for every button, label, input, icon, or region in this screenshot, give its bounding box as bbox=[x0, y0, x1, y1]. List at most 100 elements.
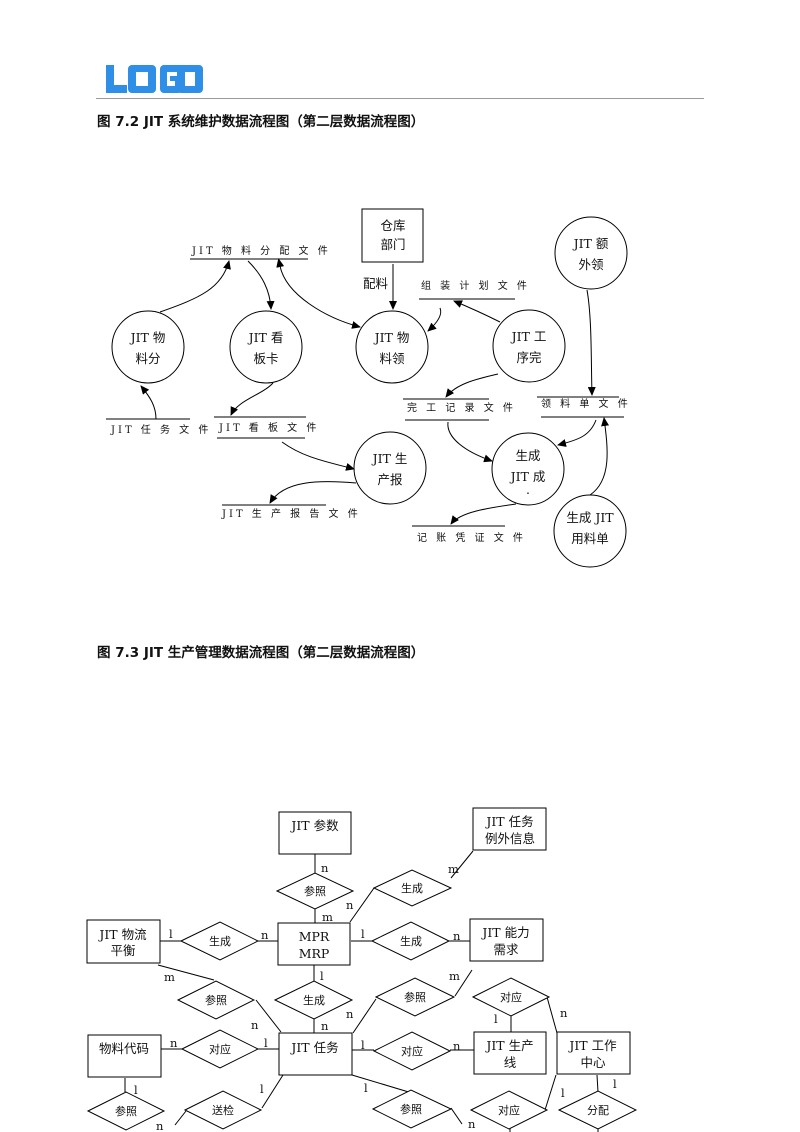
relation-gen-3 bbox=[370, 921, 451, 961]
process-material-pick bbox=[355, 310, 429, 384]
link-mpr-gen1 bbox=[349, 887, 375, 923]
process-material-split-line2: 料分 bbox=[135, 351, 160, 366]
entity-capacity-demand-line2: 需求 bbox=[493, 942, 519, 957]
flow-label-supply: 配料 bbox=[363, 276, 389, 291]
relation-gen-1 bbox=[372, 869, 453, 907]
relation-corr-1-label: 对应 bbox=[209, 1042, 231, 1056]
cardinality-label: m bbox=[449, 969, 460, 983]
entity-warehouse-line1: 仓库 bbox=[380, 218, 405, 233]
process-kanban-line2: 板卡 bbox=[253, 351, 278, 366]
process-generate-cost-line1: 生成 bbox=[515, 448, 540, 463]
entity-material-code-text: 物料代码 bbox=[99, 1041, 149, 1056]
link-gen1-exception bbox=[450, 850, 474, 879]
flow-record-to-cost bbox=[447, 421, 493, 463]
relation-assign-label: 分配 bbox=[587, 1104, 609, 1117]
entity-capacity-demand-line1: JIT 能力 bbox=[480, 925, 529, 940]
cardinality-label: m bbox=[448, 862, 459, 876]
link-ref2-task bbox=[255, 999, 282, 1033]
relation-gen-4-label: 生成 bbox=[303, 993, 325, 1007]
entity-material-code bbox=[87, 1034, 162, 1078]
store-material-distribution-label: JIT 物 料 分 配 文 件 bbox=[191, 244, 331, 257]
process-production-report-line1: JIT 生 bbox=[371, 451, 408, 466]
process-material-pick-line1: JIT 物 bbox=[373, 330, 410, 345]
entity-jit-task bbox=[278, 1032, 353, 1076]
cardinality-label: l bbox=[264, 1036, 268, 1050]
process-process-complete-line1: JIT 工 bbox=[510, 329, 547, 344]
flow-complete-to-record bbox=[445, 373, 499, 398]
entity-mpr-mrp-line2: MRP bbox=[299, 946, 330, 961]
link-corr3-workcenter bbox=[546, 996, 558, 1034]
entity-jit-task-text: JIT 任务 bbox=[289, 1040, 338, 1055]
entity-mpr-mrp-line1: MPR bbox=[299, 929, 330, 944]
cardinality-label: n bbox=[346, 1007, 354, 1021]
relation-assign bbox=[557, 1090, 638, 1130]
entity-logistics-balance bbox=[86, 919, 161, 964]
relation-ref-2-label: 参照 bbox=[205, 993, 227, 1007]
process-generate-cost-line2: JIT 成 bbox=[509, 469, 546, 484]
process-production-report bbox=[353, 431, 427, 505]
cardinality-label: n bbox=[346, 898, 354, 912]
process-kanban bbox=[229, 310, 303, 384]
cardinality-label: n bbox=[251, 1018, 259, 1032]
process-generate-cost-line3: . bbox=[526, 482, 530, 497]
relation-corr-4 bbox=[469, 1090, 549, 1130]
link-ref5-down bbox=[450, 1107, 463, 1125]
entity-warehouse bbox=[361, 208, 424, 263]
cardinality-label: n bbox=[453, 929, 461, 943]
link-workcenter-assign bbox=[596, 1074, 599, 1093]
flow-task-to-split bbox=[140, 385, 157, 420]
process-process-complete-line2: 序完 bbox=[516, 350, 541, 365]
cardinality-label: n bbox=[321, 861, 329, 875]
store-production-report-label: JIT 生 产 报 告 文 件 bbox=[221, 507, 361, 520]
entity-task-exception-line2: 例外信息 bbox=[485, 831, 535, 846]
entity-capacity-demand bbox=[469, 918, 544, 962]
cardinality-label: n bbox=[468, 1117, 476, 1131]
relation-corr-3 bbox=[471, 977, 551, 1017]
cardinality-label: m bbox=[322, 910, 333, 924]
jit-maintenance-dataflow-diagram: 仓库 部门 JIT 物 料分 JIT 看 板卡 JIT 物 料领 JIT 工 序… bbox=[106, 208, 631, 568]
relation-gen-3-label: 生成 bbox=[400, 934, 422, 948]
header-rule bbox=[96, 98, 704, 99]
relation-gen-1-label: 生成 bbox=[401, 881, 423, 895]
flow-extra-to-pickorder bbox=[586, 289, 596, 396]
relation-ref-4-label: 参照 bbox=[115, 1104, 137, 1118]
flow-usage-to-pickorder bbox=[589, 417, 610, 496]
cardinality-label: l bbox=[361, 927, 365, 941]
entity-work-center bbox=[556, 1031, 631, 1075]
cardinality-label: l bbox=[561, 1086, 565, 1100]
link-logistics-ref2 bbox=[157, 964, 215, 981]
link-inspect-left bbox=[174, 1110, 187, 1126]
store-voucher-label: 记 账 凭 证 文 件 bbox=[417, 531, 526, 544]
link-task-ref5 bbox=[351, 1074, 413, 1094]
store-pick-order-label: 领 料 单 文 件 bbox=[541, 397, 631, 410]
flow-distribution-to-kanban bbox=[247, 260, 275, 310]
relation-gen-2-label: 生成 bbox=[209, 934, 231, 948]
relation-gen-2 bbox=[179, 921, 260, 961]
jit-production-management-diagram: JIT 参数 JIT 任务 例外信息 JIT 物流 平衡 MPR MRP JIT… bbox=[86, 807, 638, 1132]
flow-distribution-material-pick bbox=[276, 258, 361, 329]
entity-jit-params-text: JIT 参数 bbox=[289, 818, 339, 833]
process-kanban-line1: JIT 看 bbox=[247, 330, 284, 345]
entity-mpr-mrp bbox=[277, 922, 351, 966]
flow-split-to-distribution bbox=[159, 260, 231, 313]
relation-inspect bbox=[183, 1090, 263, 1130]
cardinality-label: l bbox=[134, 1083, 138, 1097]
entity-jit-params bbox=[278, 811, 352, 855]
relation-corr-4-label: 对应 bbox=[498, 1103, 520, 1117]
process-process-complete bbox=[492, 309, 566, 383]
relation-ref-5-label: 参照 bbox=[400, 1102, 422, 1116]
relation-ref-4 bbox=[86, 1091, 166, 1131]
cardinality-label: n bbox=[261, 928, 269, 942]
cardinality-label: n bbox=[453, 1039, 461, 1053]
figure-title-7-2: 图 7.2 JIT 系统维护数据流程图（第二层数据流程图） bbox=[97, 114, 425, 130]
cardinality-label: m bbox=[164, 970, 175, 984]
entity-production-line-line2: 线 bbox=[504, 1055, 517, 1070]
relation-corr-1 bbox=[180, 1029, 260, 1069]
cardinality-label: l bbox=[320, 969, 324, 983]
link-ref3-capacity bbox=[454, 969, 473, 997]
process-generate-usage-line2: 用料单 bbox=[571, 531, 609, 546]
link-task-inspect bbox=[261, 1074, 284, 1109]
relation-corr-2 bbox=[372, 1031, 452, 1071]
process-material-split-line1: JIT 物 bbox=[129, 330, 166, 345]
figure-title-7-3: 图 7.3 JIT 生产管理数据流程图（第二层数据流程图） bbox=[97, 645, 425, 661]
